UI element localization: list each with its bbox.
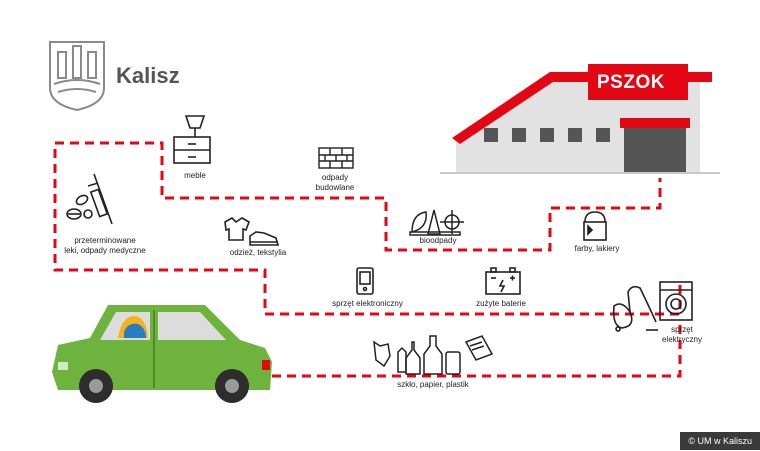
leaf-bio-icon [409, 209, 464, 236]
battery-icon [485, 267, 521, 295]
stop-label: meble [184, 171, 206, 180]
stop-label: zużyte baterie [476, 299, 526, 308]
building-icon [440, 64, 720, 174]
vacuum-washer-icon [612, 281, 693, 332]
facility-sign: PSZOK [597, 72, 665, 93]
stop-label: przeterminowane leki, odpady medyczne [64, 236, 146, 255]
stop-label: bioodpady [419, 236, 457, 245]
stop-label: odpady budowlane [315, 173, 355, 192]
car-icon [52, 305, 272, 403]
city-crest-icon [49, 41, 105, 112]
bottles-bags-icon [373, 335, 494, 375]
photo-credit: © UM w Kaliszu [680, 432, 760, 450]
stop-label: odzież, tekstylia [229, 248, 287, 257]
route-path [53, 141, 682, 378]
syringe-pills-icon [66, 173, 113, 225]
stop-label: szkło, papier, plastik [397, 380, 469, 389]
tshirt-shoe-icon [224, 217, 280, 246]
bricks-icon [318, 147, 354, 169]
phone-icon [356, 267, 374, 295]
paint-can-icon [583, 211, 607, 241]
dresser-icon [173, 115, 211, 164]
stop-label: sprzęt elektroniczny [332, 299, 403, 308]
city-name: Kalisz [116, 63, 180, 88]
stop-label: farby, lakiery [574, 244, 620, 253]
stop-label: sprzęt elektryczny [661, 325, 702, 344]
